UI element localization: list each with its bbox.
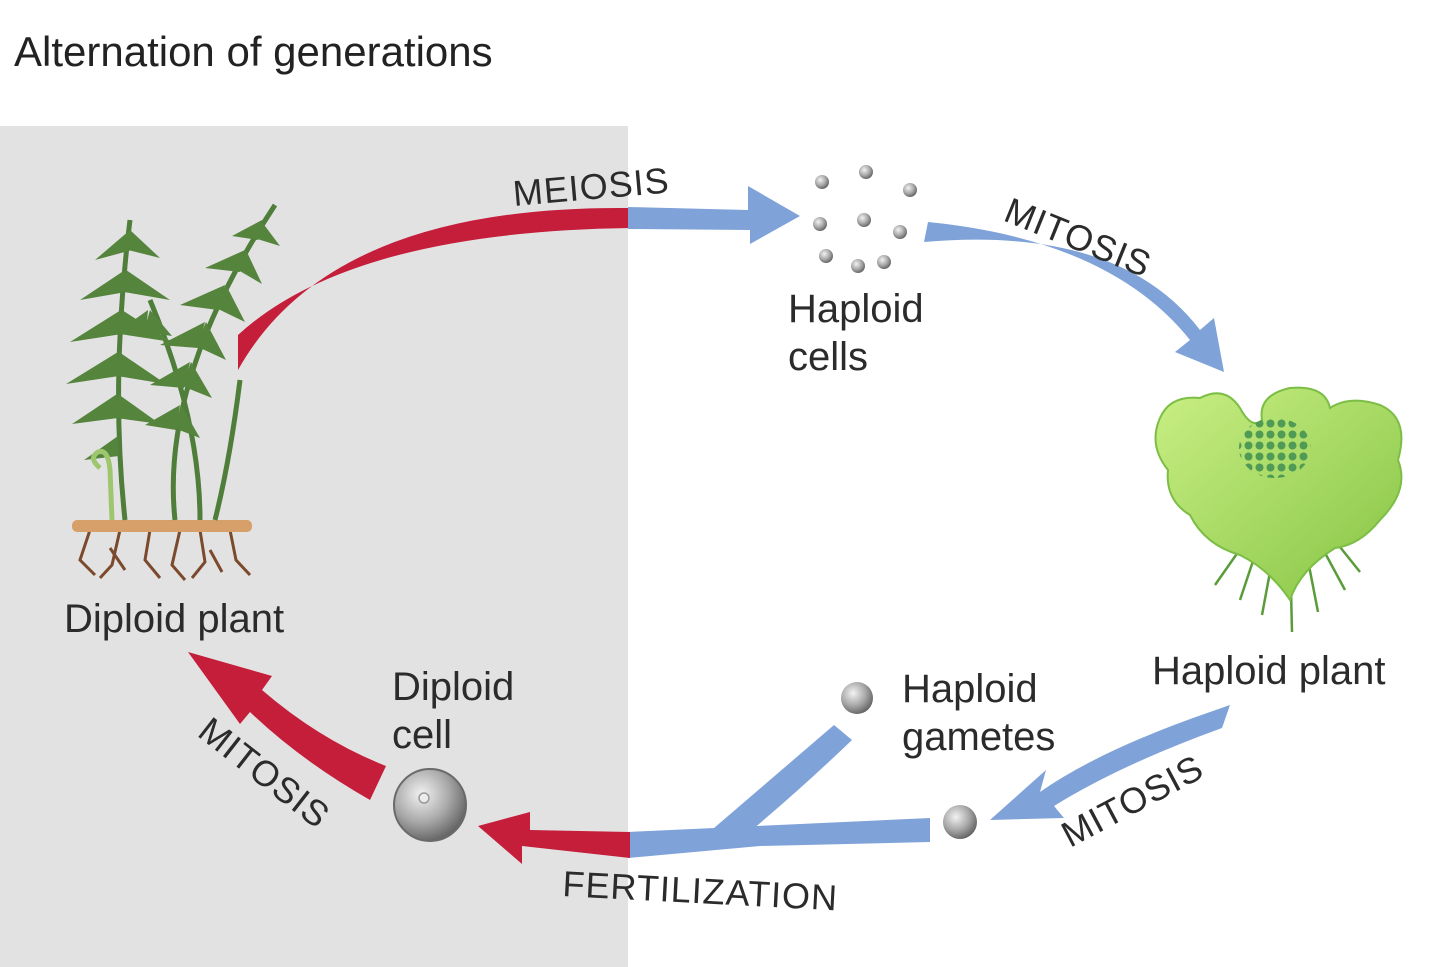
haploid-plant-label: Haploid plant bbox=[1152, 649, 1386, 693]
haploid-cells-illustration bbox=[813, 165, 917, 273]
haploid-gamete-bottom bbox=[943, 805, 977, 839]
haploid-gametes-label-line1: Haploid bbox=[902, 667, 1038, 711]
fertilization-arrow-haploid-segment bbox=[628, 818, 930, 858]
fertilization-arrow-diploid-segment bbox=[478, 812, 630, 864]
gametophyte-illustration bbox=[1154, 386, 1403, 633]
diploid-plant-label: Diploid plant bbox=[64, 597, 284, 641]
haploid-gamete-top bbox=[841, 682, 873, 714]
fern-illustration bbox=[66, 203, 280, 581]
diploid-cell-label-line2: cell bbox=[392, 713, 452, 757]
meiosis-arrow-haploid-segment bbox=[628, 186, 800, 244]
mitosis-arrow-to-diploid-plant bbox=[188, 652, 386, 800]
diploid-cell-label-line1: Diploid bbox=[392, 665, 514, 709]
meiosis-arrow-diploid-segment bbox=[238, 207, 630, 370]
gamete-branch-arrow bbox=[700, 725, 852, 840]
diploid-cell-illustration bbox=[393, 768, 467, 842]
mitosis-arrow-to-gamete bbox=[990, 705, 1230, 820]
haploid-cells-label-line2: cells bbox=[788, 335, 868, 379]
diagram-title: Alternation of generations bbox=[14, 28, 493, 75]
haploid-gametes-label-line2: gametes bbox=[902, 715, 1055, 759]
mitosis-arrow-to-haploid-plant bbox=[924, 222, 1224, 372]
haploid-cells-label-line1: Haploid bbox=[788, 287, 924, 331]
